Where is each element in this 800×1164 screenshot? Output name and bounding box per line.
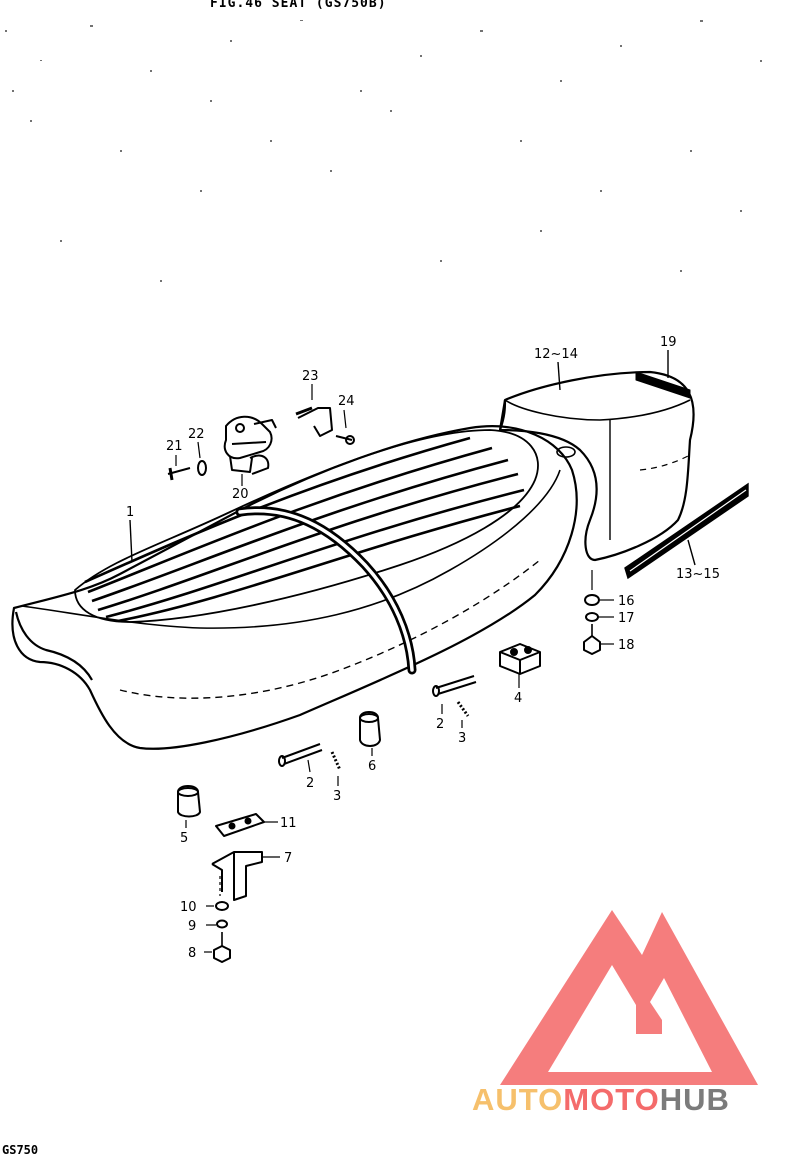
callout-3-middle: 3 (458, 731, 466, 746)
callout-2-lower: 2 (306, 776, 314, 791)
callout-10: 10 (180, 900, 197, 915)
callout-20: 20 (232, 487, 249, 502)
callout-11: 11 (280, 816, 297, 831)
watermark-moto: MOTO (563, 1082, 660, 1117)
callout-4: 4 (514, 691, 522, 706)
callout-13-15: 13~15 (676, 567, 720, 582)
callout-8: 8 (188, 946, 196, 961)
seat-assembly (11, 425, 578, 750)
callout-23: 23 (302, 369, 319, 384)
figure-title: FIG.46 SEAT (GS750B) (210, 0, 387, 11)
callout-16: 16 (618, 594, 635, 609)
callout-7: 7 (284, 851, 292, 866)
callout-22: 22 (188, 427, 205, 442)
scan-noise (5, 20, 762, 282)
mounting-hardware (177, 570, 614, 963)
callout-24: 24 (338, 394, 355, 409)
callout-21: 21 (166, 439, 183, 454)
callout-19: 19 (660, 335, 677, 350)
callout-6: 6 (368, 759, 376, 774)
callout-1: 1 (126, 505, 134, 520)
callout-labels: 1 2 2 3 3 4 5 6 7 8 9 10 11 12~14 13~15 … (126, 335, 720, 961)
watermark-hub: HUB (659, 1082, 730, 1117)
callout-5: 5 (180, 831, 188, 846)
callout-17: 17 (618, 611, 635, 626)
tail-cowl (498, 350, 695, 562)
seat-latch-hardware (167, 384, 355, 486)
callout-12-14: 12~14 (534, 347, 578, 362)
watermark-logo-icon (500, 910, 758, 1085)
callout-18: 18 (618, 638, 635, 653)
watermark-auto: AUTO (472, 1082, 564, 1117)
callout-3-lower: 3 (333, 789, 341, 804)
model-code: GS750 (2, 1143, 39, 1157)
callout-2-middle: 2 (436, 717, 444, 732)
watermark-wordmark: AUTOMOTOHUB (472, 1082, 730, 1118)
callout-9: 9 (188, 919, 196, 934)
trim-strip (624, 482, 749, 580)
